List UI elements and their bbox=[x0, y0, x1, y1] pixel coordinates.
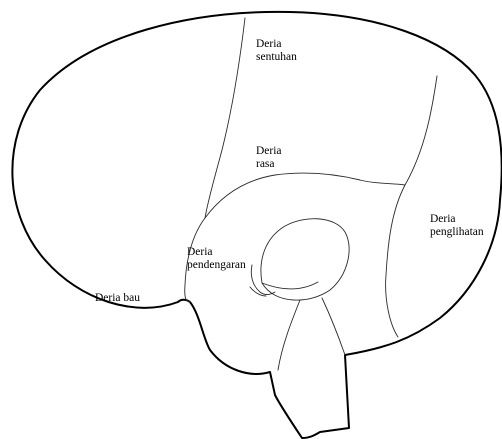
stem-right-line bbox=[322, 298, 345, 355]
connector-left bbox=[251, 265, 275, 295]
touch-left-boundary bbox=[205, 18, 245, 218]
label-sight-line2: penglihatan bbox=[430, 226, 484, 239]
label-smell-line1: Deria bau bbox=[95, 292, 140, 305]
label-touch-line1: Deria bbox=[256, 38, 297, 51]
label-hearing-line2: pendengaran bbox=[187, 259, 246, 272]
label-touch-line2: sentuhan bbox=[256, 51, 297, 64]
inner-oval-inner-curve bbox=[262, 282, 318, 289]
label-smell: Deria bau bbox=[95, 292, 140, 305]
label-taste: Deria rasa bbox=[256, 145, 282, 171]
label-taste-line2: rasa bbox=[256, 158, 282, 171]
label-hearing-line1: Deria bbox=[187, 246, 246, 259]
label-sight: Deria penglihatan bbox=[430, 213, 484, 239]
label-taste-line1: Deria bbox=[256, 145, 282, 158]
label-hearing: Deria pendengaran bbox=[187, 246, 246, 272]
taste-region-arc bbox=[205, 173, 405, 218]
vision-boundary bbox=[386, 76, 437, 337]
connector-small bbox=[250, 287, 266, 296]
label-sight-line1: Deria bbox=[430, 213, 484, 226]
stem-left-line bbox=[278, 300, 300, 370]
label-touch: Deria sentuhan bbox=[256, 38, 297, 64]
inner-oval bbox=[261, 219, 349, 300]
brain-outline bbox=[12, 12, 501, 438]
